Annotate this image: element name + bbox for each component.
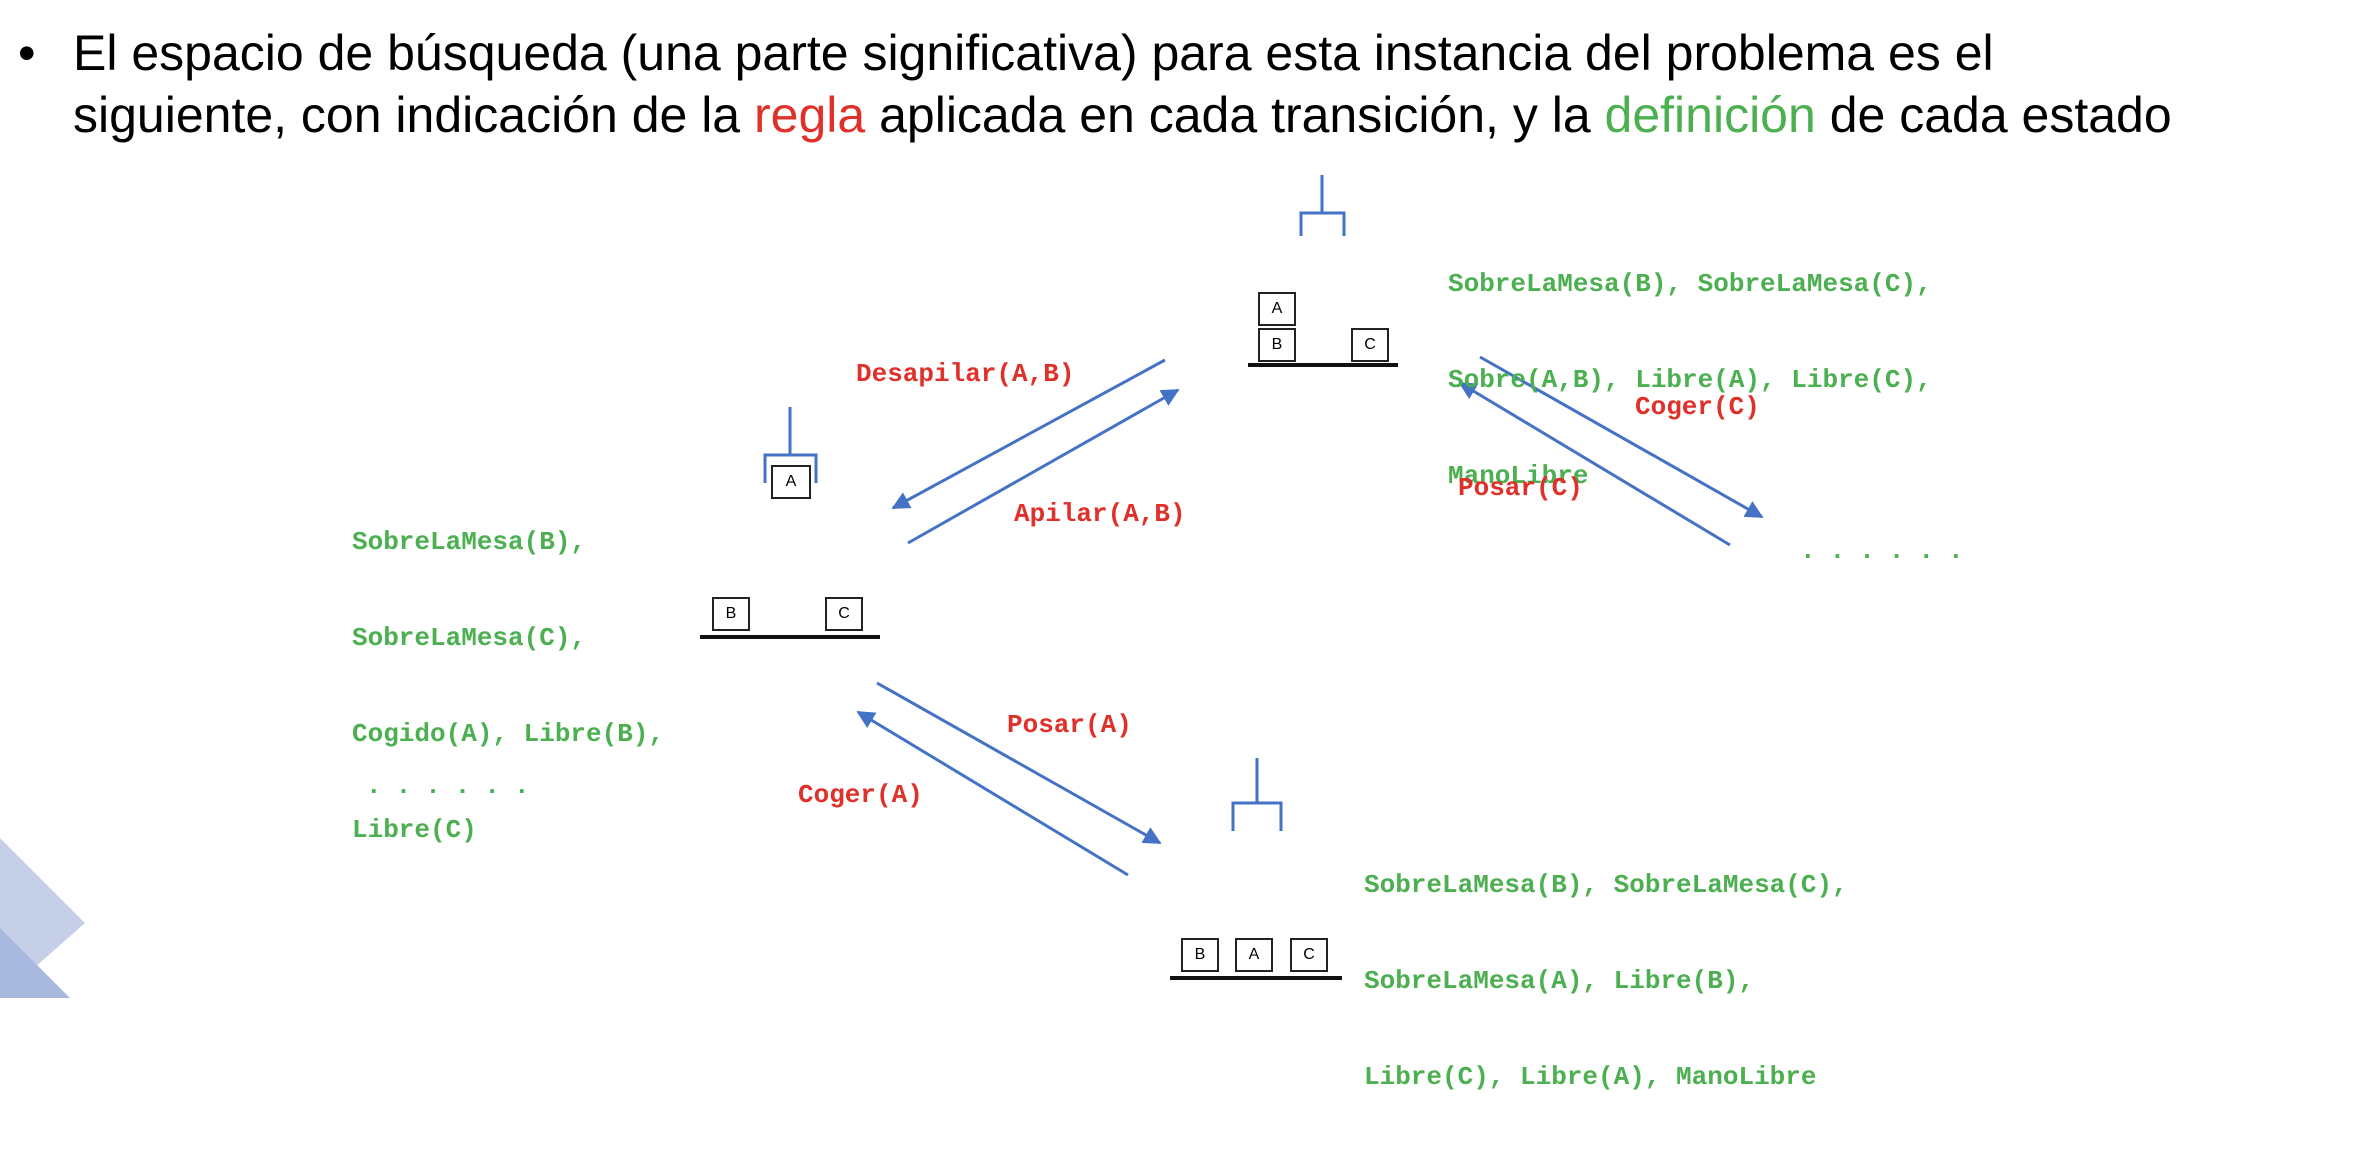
arrow-desapilar — [891, 358, 1166, 510]
block-b: B — [712, 597, 750, 631]
state-definition-top: SobreLaMesa(B), SobreLaMesa(C), Sobre(A,… — [1448, 204, 1932, 556]
block-a: A — [1235, 938, 1273, 972]
definition-line: ManoLibre — [1448, 461, 1589, 491]
block-c: C — [1290, 938, 1328, 972]
definition-keyword: definición — [1604, 87, 1816, 143]
gripper-holding-a — [763, 407, 818, 483]
table-surface — [700, 635, 880, 639]
rule-label-coger-c: Coger(C) — [1635, 392, 1760, 422]
definition-line: Sobre(A,B), Libre(A), Libre(C), — [1448, 365, 1932, 395]
arrow-coger-a — [856, 710, 1129, 877]
block-b: B — [1258, 328, 1296, 362]
block-a: A — [1258, 292, 1296, 326]
rule-label-apilar: Apilar(A,B) — [1014, 499, 1186, 529]
ellipsis-left: ...... — [366, 771, 544, 801]
intro-text-line-2b: aplicada en cada transición, y la — [865, 87, 1605, 143]
state-definition-bottom: SobreLaMesa(B), SobreLaMesa(C), SobreLaM… — [1364, 805, 1848, 1157]
state-definition-left: SobreLaMesa(B), SobreLaMesa(C), Cogido(A… — [352, 462, 664, 910]
definition-line: SobreLaMesa(B), — [352, 527, 587, 557]
intro-text-line-2c: de cada estado — [1815, 87, 2172, 143]
rule-label-posar-c: Posar(C) — [1458, 473, 1583, 503]
definition-line: Libre(C), Libre(A), ManoLibre — [1364, 1062, 1817, 1092]
block-a-held: A — [771, 465, 811, 499]
corner-decoration — [0, 838, 85, 998]
intro-text-line-1: El espacio de búsqueda (una parte signif… — [73, 25, 1994, 81]
arrow-apilar — [907, 388, 1180, 545]
block-c: C — [1351, 328, 1389, 362]
rule-label-posar-a: Posar(A) — [1007, 710, 1132, 740]
rule-label-coger-a: Coger(A) — [798, 780, 923, 810]
table-surface — [1170, 976, 1342, 980]
gripper-empty-bottom — [1231, 758, 1283, 831]
ellipsis-right: ...... — [1800, 536, 1978, 566]
block-c: C — [825, 597, 863, 631]
gripper-empty-top — [1299, 175, 1346, 236]
definition-line: Cogido(A), Libre(B), — [352, 719, 665, 749]
table-surface — [1248, 363, 1398, 367]
intro-text-line-2a: siguiente, con indicación de la — [73, 87, 755, 143]
definition-line: SobreLaMesa(B), SobreLaMesa(C), — [1364, 870, 1848, 900]
arrow-posar-c — [1458, 381, 1731, 547]
definition-line: SobreLaMesa(A), Libre(B), — [1364, 966, 1755, 996]
arrow-posar-a — [876, 681, 1162, 845]
rule-label-desapilar: Desapilar(A,B) — [856, 359, 1075, 389]
block-b: B — [1181, 938, 1219, 972]
transition-arrows — [763, 175, 1764, 877]
definition-line: SobreLaMesa(B), SobreLaMesa(C), — [1448, 269, 1932, 299]
slide: • El espacio de búsqueda (una parte sign… — [0, 25, 2172, 1092]
rule-keyword: regla — [754, 87, 866, 143]
bullet-dot: • — [18, 25, 36, 81]
arrow-coger-c — [1479, 355, 1764, 519]
definition-line: Libre(C) — [352, 815, 477, 845]
definition-line: SobreLaMesa(C), — [352, 623, 587, 653]
